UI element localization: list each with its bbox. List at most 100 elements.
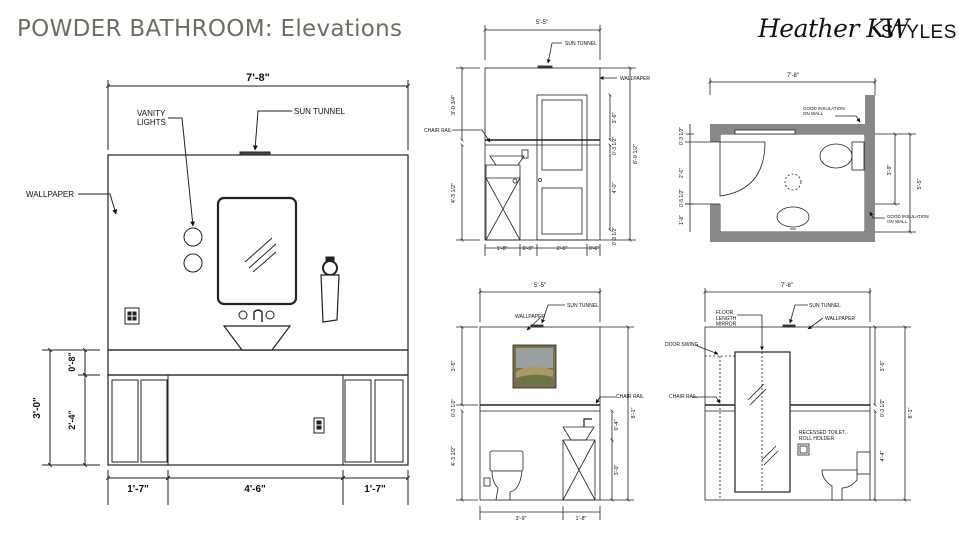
side-toilet-bowl: [491, 470, 523, 501]
main-vanity-elevation: [42, 80, 411, 505]
toilet-elevation-labels: 5'-5" SUN TUNNEL WALLPAPER CHAIR RAIL 3'…: [451, 283, 644, 522]
door-panel: [541, 187, 583, 235]
cabinet-door: [374, 379, 404, 463]
plan-sink: [776, 206, 810, 228]
vanity-light: [183, 253, 203, 273]
wall-panel: [107, 154, 409, 351]
vessel-sink: [222, 325, 292, 351]
plan-left-2-label: 2'-6": [679, 168, 685, 178]
toilet-right-2-label: 3'-0": [614, 464, 620, 475]
faucet: [253, 309, 263, 322]
floor-length-mirror: [734, 351, 791, 493]
hand-towel: [320, 274, 340, 323]
wall-outlet: [124, 307, 140, 325]
door: [536, 94, 588, 241]
toilet-bottom-2-label: 1'-8": [576, 516, 587, 522]
vanity-mirror: [216, 196, 298, 306]
page-title: POWDER BATHROOM: Elevations: [17, 16, 403, 42]
faucet-handle: [238, 310, 248, 320]
logo-script-text: Heather KW: [758, 14, 909, 43]
toilet-right-total-label: 8'-1": [631, 407, 637, 418]
toilet-sun-tunnel-label: SUN TUNNEL: [567, 303, 599, 309]
side-right-top-label: 3'-6": [612, 112, 618, 123]
height-total-label: 3'-0": [32, 397, 43, 419]
side-left-upper-label: 3'-0 3/4": [451, 95, 457, 115]
plan-left-4-label: 1'-8": [679, 215, 685, 225]
toilet-right-1-label: 0'-4": [614, 419, 620, 430]
side-overall-width-label: 5'-5": [536, 20, 548, 26]
toilet-chair-rail-label: CHAIR RAIL: [616, 394, 644, 400]
plan-left-3-label: 0'-5 1/2": [679, 189, 685, 208]
toilet-left-mid-label: 0'-3 1/2": [451, 399, 457, 418]
mirror-wall-elevation: [692, 288, 911, 502]
plan-left-1-label: 0'-3 1/2": [679, 127, 685, 146]
side-bottom-2-label: 0'-9": [523, 246, 534, 252]
floor-plan: [685, 78, 916, 242]
toilet-left-top-label: 3'-6": [451, 360, 457, 371]
side-door-elevation: [452, 25, 636, 256]
toilet-overall-width-label: 5'-5": [534, 283, 546, 289]
height-lower-label: 2'-4": [67, 410, 77, 429]
mirror-sun-tunnel-label: SUN TUNNEL: [809, 303, 841, 309]
side-right-total-label: 6'-9 1/2": [633, 144, 639, 164]
mirror-overall-width-label: 7'-8": [781, 283, 793, 289]
front-toilet: [821, 469, 858, 501]
side-wallpaper-label: WALLPAPER: [620, 76, 650, 82]
cabinet-outlet: [313, 417, 325, 434]
sun-tunnel-fixture: [239, 151, 271, 156]
width-left-label: 1'-7": [127, 484, 149, 495]
logo-caps-text: STYLES: [881, 22, 957, 43]
plan-right-1-label: 3'-9": [887, 164, 893, 175]
roll-holder: [797, 443, 810, 456]
side-toilet-tank: [489, 450, 524, 472]
toilet-side-elevation: [456, 288, 634, 520]
side-elevation-labels: 5'-5" SUN TUNNEL WALLPAPER CHAIR RAIL 3'…: [424, 20, 650, 252]
side-sun-tunnel-label: SUN TUNNEL: [565, 41, 597, 47]
door-swing-arc: [719, 141, 766, 197]
side-wall: [484, 67, 601, 241]
side-vessel-sink: [562, 426, 595, 441]
door-swing-label: DOOR SWING: [665, 342, 698, 348]
main-overall-width-label: 7'-8": [246, 72, 270, 84]
mirror-right-mid-label: 0'-3 1/2": [880, 399, 886, 418]
side-right-trim-label: 0'-3 1/2": [612, 137, 618, 156]
towel-ring: [322, 260, 338, 276]
vanity-side: [485, 164, 521, 241]
faucet-handle: [265, 310, 275, 320]
cabinet-door: [111, 379, 139, 463]
mirror-chair-rail-label: CHAIR RAIL: [669, 394, 697, 400]
plan-toilet: [819, 143, 853, 169]
toilet-wallpaper-label: WALLPAPER: [515, 314, 545, 320]
toilet-bottom-1-label: 3'-9": [516, 516, 527, 522]
side-bottom-3-label: 2'-6": [557, 246, 568, 252]
side-right-bottom-label: 0'-3 1/2": [612, 227, 618, 246]
plan-overall-width-label: 7'-8": [787, 73, 799, 79]
side-bottom-4-label: 0'-6": [589, 246, 599, 252]
wallpaper-label: WALLPAPER: [26, 190, 74, 199]
countertop: [107, 349, 409, 376]
side-right-mid-label: 4'-0": [612, 182, 618, 193]
plan-right-total-label: 5'-5": [917, 178, 923, 189]
vanity-cabinet: [107, 374, 409, 466]
door-panel: [541, 99, 583, 171]
vanity-light: [183, 227, 203, 247]
mirror-right-top-label: 3'-6": [880, 360, 886, 371]
side-chair-rail-label: CHAIR RAIL: [424, 128, 452, 134]
height-top-label: 0'-8": [67, 352, 77, 371]
mirror-wallpaper-label: WALLPAPER: [825, 316, 855, 322]
sun-tunnel-label: SUN TUNNEL: [294, 107, 346, 116]
side-left-lower-label: 4'-3 1/2": [451, 183, 457, 203]
cabinet-door: [140, 379, 168, 463]
width-right-label: 1'-7": [364, 484, 386, 495]
side-bottom-1-label: 1'-8": [497, 246, 508, 252]
mirror-right-bottom-label: 4'-4": [880, 450, 886, 461]
recessed-toilet-label: RECESSED TOILET,ROLL HOLDER: [799, 430, 846, 442]
